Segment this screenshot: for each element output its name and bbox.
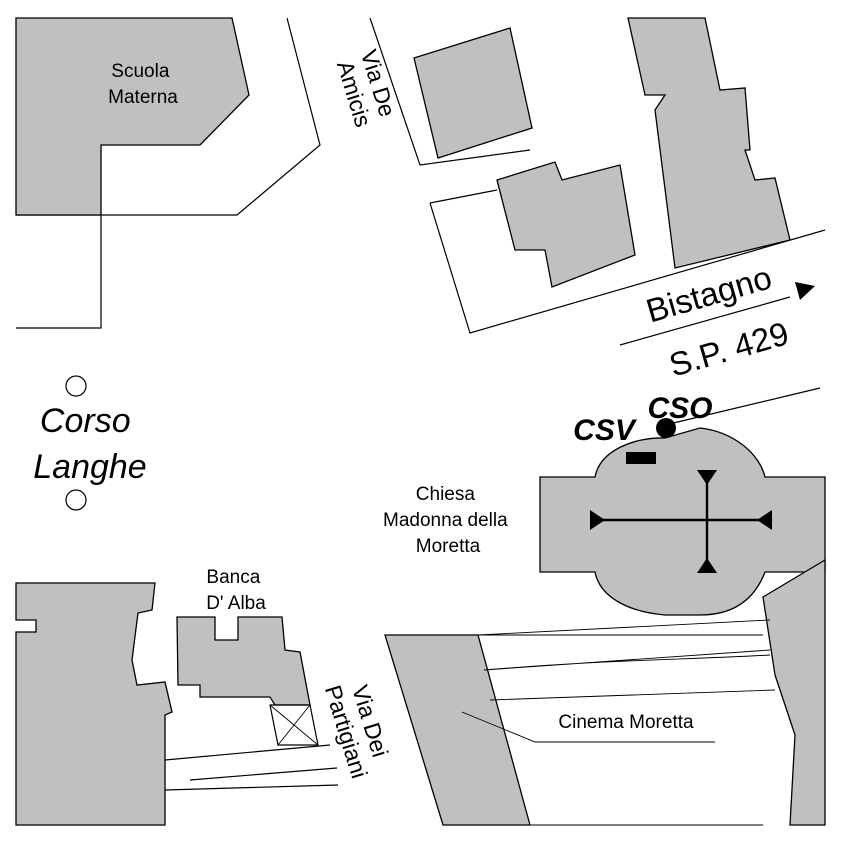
cinema-leader-line <box>461 711 715 743</box>
edge-sp-429-south <box>664 387 821 426</box>
arrow-right-icon <box>795 282 815 300</box>
building-scuola-materna <box>15 17 250 216</box>
lot-line-top-left <box>16 17 321 216</box>
cinema-hall-lines <box>477 619 776 826</box>
label-banca-dalba: Banca D' Alba <box>206 567 266 614</box>
label-chiesa-madonna-della-moretta: Chiesa Madonna della Moretta <box>383 484 513 557</box>
label-scuola-materna: Scuola Materna <box>108 61 178 108</box>
label-sp-429: S.P. 429 <box>665 314 793 383</box>
building-banca-dalba <box>176 616 311 706</box>
label-bistagno: Bistagno <box>642 258 776 329</box>
building-bistagno <box>496 161 636 288</box>
open-circle-icon <box>65 375 87 397</box>
lot-lines-via-dei-partigiani <box>164 744 339 791</box>
xbox-structure <box>269 704 319 746</box>
label-cso: CSO <box>647 392 712 425</box>
rectangle-icon <box>626 452 656 464</box>
open-circle-icon <box>65 489 87 511</box>
building-cinema-moretta <box>384 634 531 826</box>
filled-circle-icon <box>656 418 676 438</box>
edge-sp-429 <box>619 296 791 346</box>
building-square-north <box>413 27 533 159</box>
label-via-dei-partigiani: Via Dei Partigiani <box>320 675 398 782</box>
label-via-de-amicis: Via De Amicis <box>331 46 403 133</box>
label-csv: CSV <box>573 414 638 447</box>
label-corso-langhe: Corso Langhe <box>33 402 146 486</box>
lot-line-bistagno-block <box>429 189 826 334</box>
cross-icon <box>590 470 772 573</box>
lot-line-left <box>16 215 102 329</box>
label-cinema-moretta: Cinema Moretta <box>558 712 694 733</box>
building-southwest <box>15 582 173 826</box>
lot-line-via-de-amicis-east <box>369 17 531 166</box>
building-east <box>762 558 826 826</box>
building-long-northeast <box>627 17 791 269</box>
